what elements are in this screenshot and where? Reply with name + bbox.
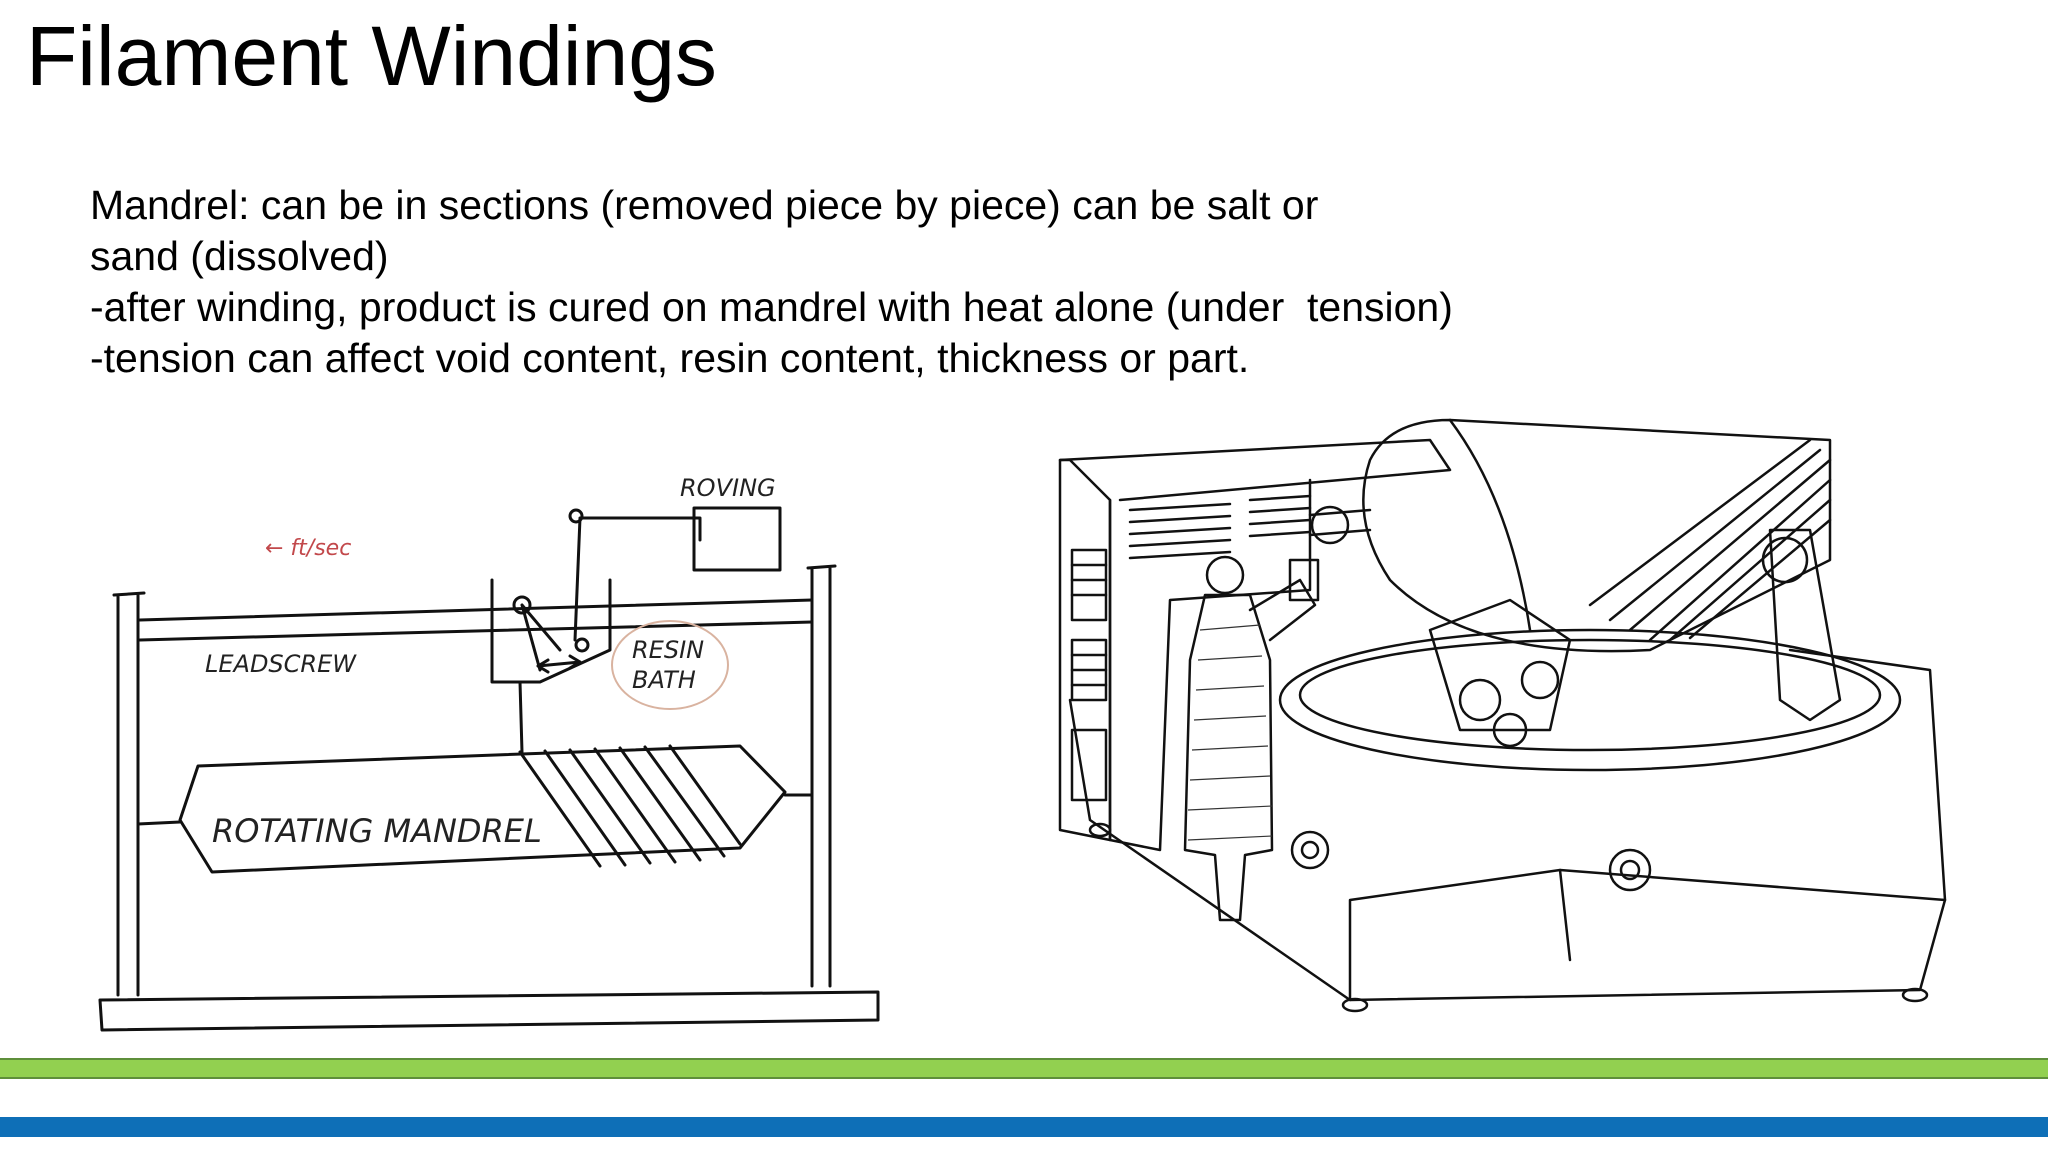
sketch-label-mandrel: ROTATING MANDREL — [212, 812, 542, 850]
blue-accent-bar — [0, 1117, 2048, 1137]
green-accent-bar — [0, 1058, 2048, 1079]
sketch-label-resin: RESIN — [632, 636, 704, 664]
sketch-annotation-speed: ← ft/sec — [265, 536, 351, 561]
winding-schematic-sketch: ROVING LEADSCREW RESIN BATH ROTATING MAN… — [98, 474, 880, 1032]
sketch-label-roving: ROVING — [680, 474, 776, 502]
slide-title: Filament Windings — [26, 9, 717, 103]
sketch-label-bath: BATH — [632, 666, 696, 694]
body-line-3: -after winding, product is cured on mand… — [90, 284, 1453, 330]
body-line-2: sand (dissolved) — [90, 233, 389, 279]
body-line-1: Mandrel: can be in sections (removed pie… — [90, 182, 1319, 228]
sketch-label-leadscrew: LEADSCREW — [205, 650, 357, 678]
winding-machine-illustration — [1058, 418, 1947, 1013]
slide-body: Mandrel: can be in sections (removed pie… — [90, 180, 1690, 384]
body-line-4: -tension can affect void content, resin … — [90, 335, 1250, 381]
